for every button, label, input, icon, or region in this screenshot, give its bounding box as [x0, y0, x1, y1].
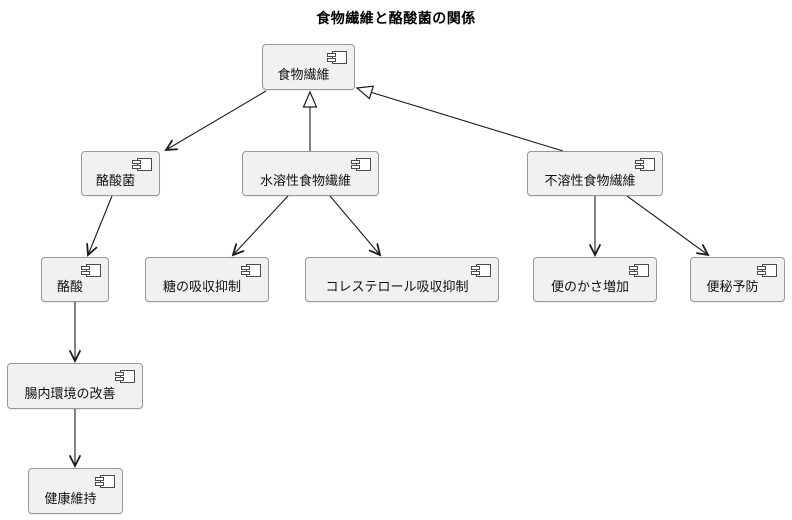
node-label: 便秘予防: [706, 280, 759, 295]
component-icon: [115, 370, 135, 383]
node-stool-bulk-increase: 便のかさ増加: [533, 257, 657, 302]
edge-dietary-fiber-to-butyric-acid-bacteria: [164, 90, 267, 152]
diagram-title: 食物繊維と酪酸菌の関係: [316, 11, 476, 27]
node-label: 糖の吸収抑制: [162, 280, 241, 295]
edge-insoluble-fiber-generalizes-dietary-fiber: [355, 85, 564, 152]
node-label: コレステロール吸収抑制: [325, 280, 469, 295]
node-insoluble-dietary-fiber: 不溶性食物繊維: [527, 151, 663, 196]
component-icon: [327, 51, 347, 64]
node-label: 便のかさ増加: [550, 280, 629, 295]
node-dietary-fiber: 食物繊維: [262, 44, 355, 90]
node-label: 健康維持: [44, 491, 97, 507]
component-icon: [81, 264, 101, 277]
edge-soluble-fiber-to-sugar-absorption: [231, 195, 289, 257]
edge-insoluble-fiber-to-constipation-prevention: [626, 195, 710, 257]
component-icon: [471, 264, 491, 277]
node-butyric-acid-bacteria: 酪酸菌: [81, 151, 160, 196]
edge-butyric-acid-bacteria-to-butyric-acid: [86, 195, 113, 257]
edge-soluble-fiber-to-cholesterol-absorption: [329, 195, 382, 257]
node-label: 不溶性食物繊維: [544, 174, 636, 189]
component-icon: [635, 158, 655, 171]
node-label: 腸内環境の改善: [24, 386, 116, 402]
node-constipation-prevention: 便秘予防: [690, 257, 785, 302]
node-butyric-acid: 酪酸: [41, 257, 109, 302]
component-icon: [351, 158, 371, 171]
node-label: 酪酸菌: [95, 174, 135, 189]
node-soluble-dietary-fiber: 水溶性食物繊維: [242, 151, 379, 196]
component-icon: [132, 158, 152, 171]
node-health-maintenance: 健康維持: [28, 468, 123, 514]
node-cholesterol-absorption-suppression: コレステロール吸収抑制: [305, 257, 499, 302]
node-sugar-absorption-suppression: 糖の吸収抑制: [145, 257, 269, 302]
component-icon: [95, 475, 115, 488]
node-gut-environment-improvement: 腸内環境の改善: [7, 363, 143, 409]
component-icon: [629, 264, 649, 277]
component-icon: [757, 264, 777, 277]
node-label: 水溶性食物繊維: [259, 174, 351, 189]
node-label: 食物繊維: [277, 67, 330, 83]
component-icon: [241, 264, 261, 277]
node-label: 酪酸: [56, 280, 83, 295]
